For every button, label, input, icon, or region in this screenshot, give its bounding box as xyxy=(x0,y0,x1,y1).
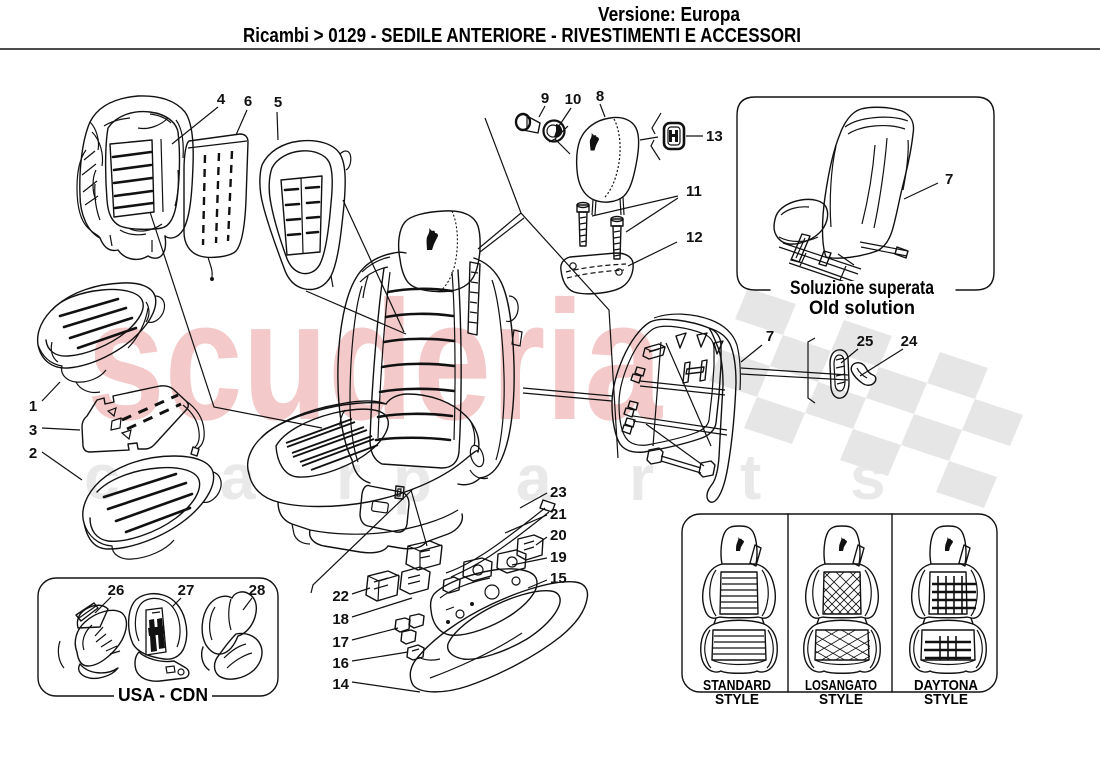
svg-text:13: 13 xyxy=(706,128,723,145)
svg-text:6: 6 xyxy=(244,93,252,110)
svg-text:r: r xyxy=(629,442,654,514)
svg-text:LOSANGATO: LOSANGATO xyxy=(805,677,877,694)
svg-text:28: 28 xyxy=(249,582,266,599)
svg-text:15: 15 xyxy=(550,570,567,587)
svg-text:DAYTONA: DAYTONA xyxy=(914,677,978,694)
svg-text:22: 22 xyxy=(332,588,349,605)
svg-text:STYLE: STYLE xyxy=(819,691,863,708)
svg-text:26: 26 xyxy=(108,582,125,599)
svg-text:20: 20 xyxy=(550,527,567,544)
svg-text:Soluzione superata: Soluzione superata xyxy=(790,278,934,299)
svg-text:11: 11 xyxy=(686,183,702,200)
svg-text:3: 3 xyxy=(29,422,37,439)
svg-text:24: 24 xyxy=(901,333,918,350)
svg-text:USA - CDN: USA - CDN xyxy=(118,685,208,705)
svg-text:14: 14 xyxy=(332,676,349,693)
svg-text:16: 16 xyxy=(332,655,349,672)
svg-text:STYLE: STYLE xyxy=(715,691,759,708)
svg-text:25: 25 xyxy=(857,333,874,350)
svg-text:17: 17 xyxy=(332,634,349,651)
svg-text:STYLE: STYLE xyxy=(924,691,968,708)
svg-text:Ricambi > 0129 - SEDILE ANTERI: Ricambi > 0129 - SEDILE ANTERIORE - RIVE… xyxy=(243,25,801,47)
svg-text:2: 2 xyxy=(29,445,37,462)
svg-text:a: a xyxy=(516,442,552,514)
svg-text:p: p xyxy=(393,443,432,515)
svg-text:t: t xyxy=(740,441,761,513)
svg-text:7: 7 xyxy=(766,328,774,345)
svg-text:5: 5 xyxy=(274,94,282,111)
svg-text:Versione: Europa: Versione: Europa xyxy=(598,4,741,26)
svg-text:12: 12 xyxy=(686,229,703,246)
svg-text:c: c xyxy=(84,441,120,513)
svg-text:9: 9 xyxy=(541,90,549,107)
svg-text:27: 27 xyxy=(178,582,195,599)
svg-text:19: 19 xyxy=(550,549,567,566)
svg-text:STANDARD: STANDARD xyxy=(703,677,771,694)
svg-text:23: 23 xyxy=(550,484,567,501)
svg-text:7: 7 xyxy=(945,171,953,188)
svg-text:21: 21 xyxy=(550,506,567,523)
svg-text:10: 10 xyxy=(565,91,582,108)
svg-text:1: 1 xyxy=(29,398,37,415)
svg-text:4: 4 xyxy=(217,91,226,108)
svg-text:8: 8 xyxy=(596,88,604,105)
svg-text:18: 18 xyxy=(332,611,349,628)
svg-text:Old solution: Old solution xyxy=(809,298,915,319)
